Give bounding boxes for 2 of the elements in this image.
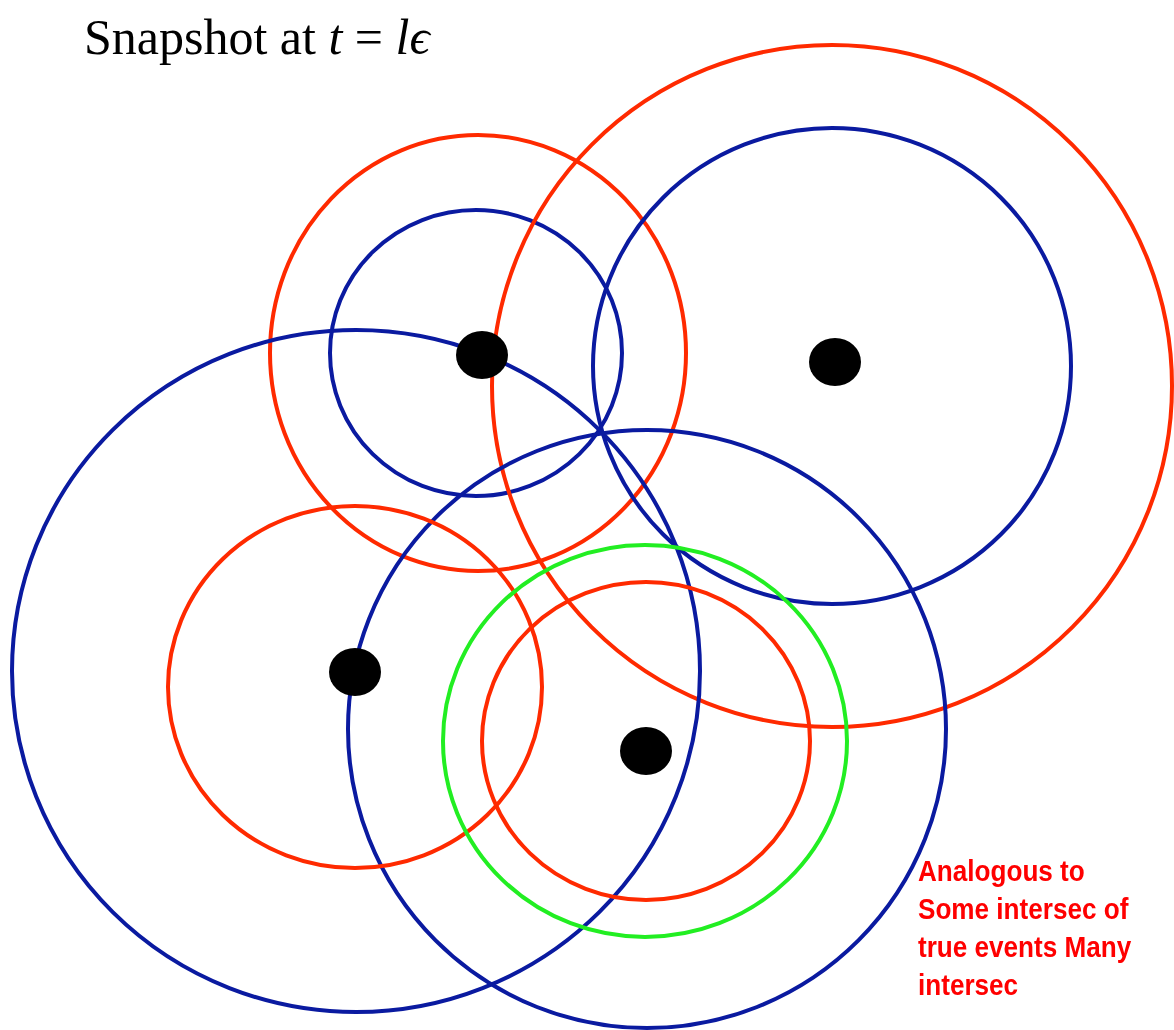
title: Snapshot at t = lϵ xyxy=(84,8,430,66)
note-text: Analogous to Some intersec of true events Many intersec xyxy=(918,854,1133,1003)
